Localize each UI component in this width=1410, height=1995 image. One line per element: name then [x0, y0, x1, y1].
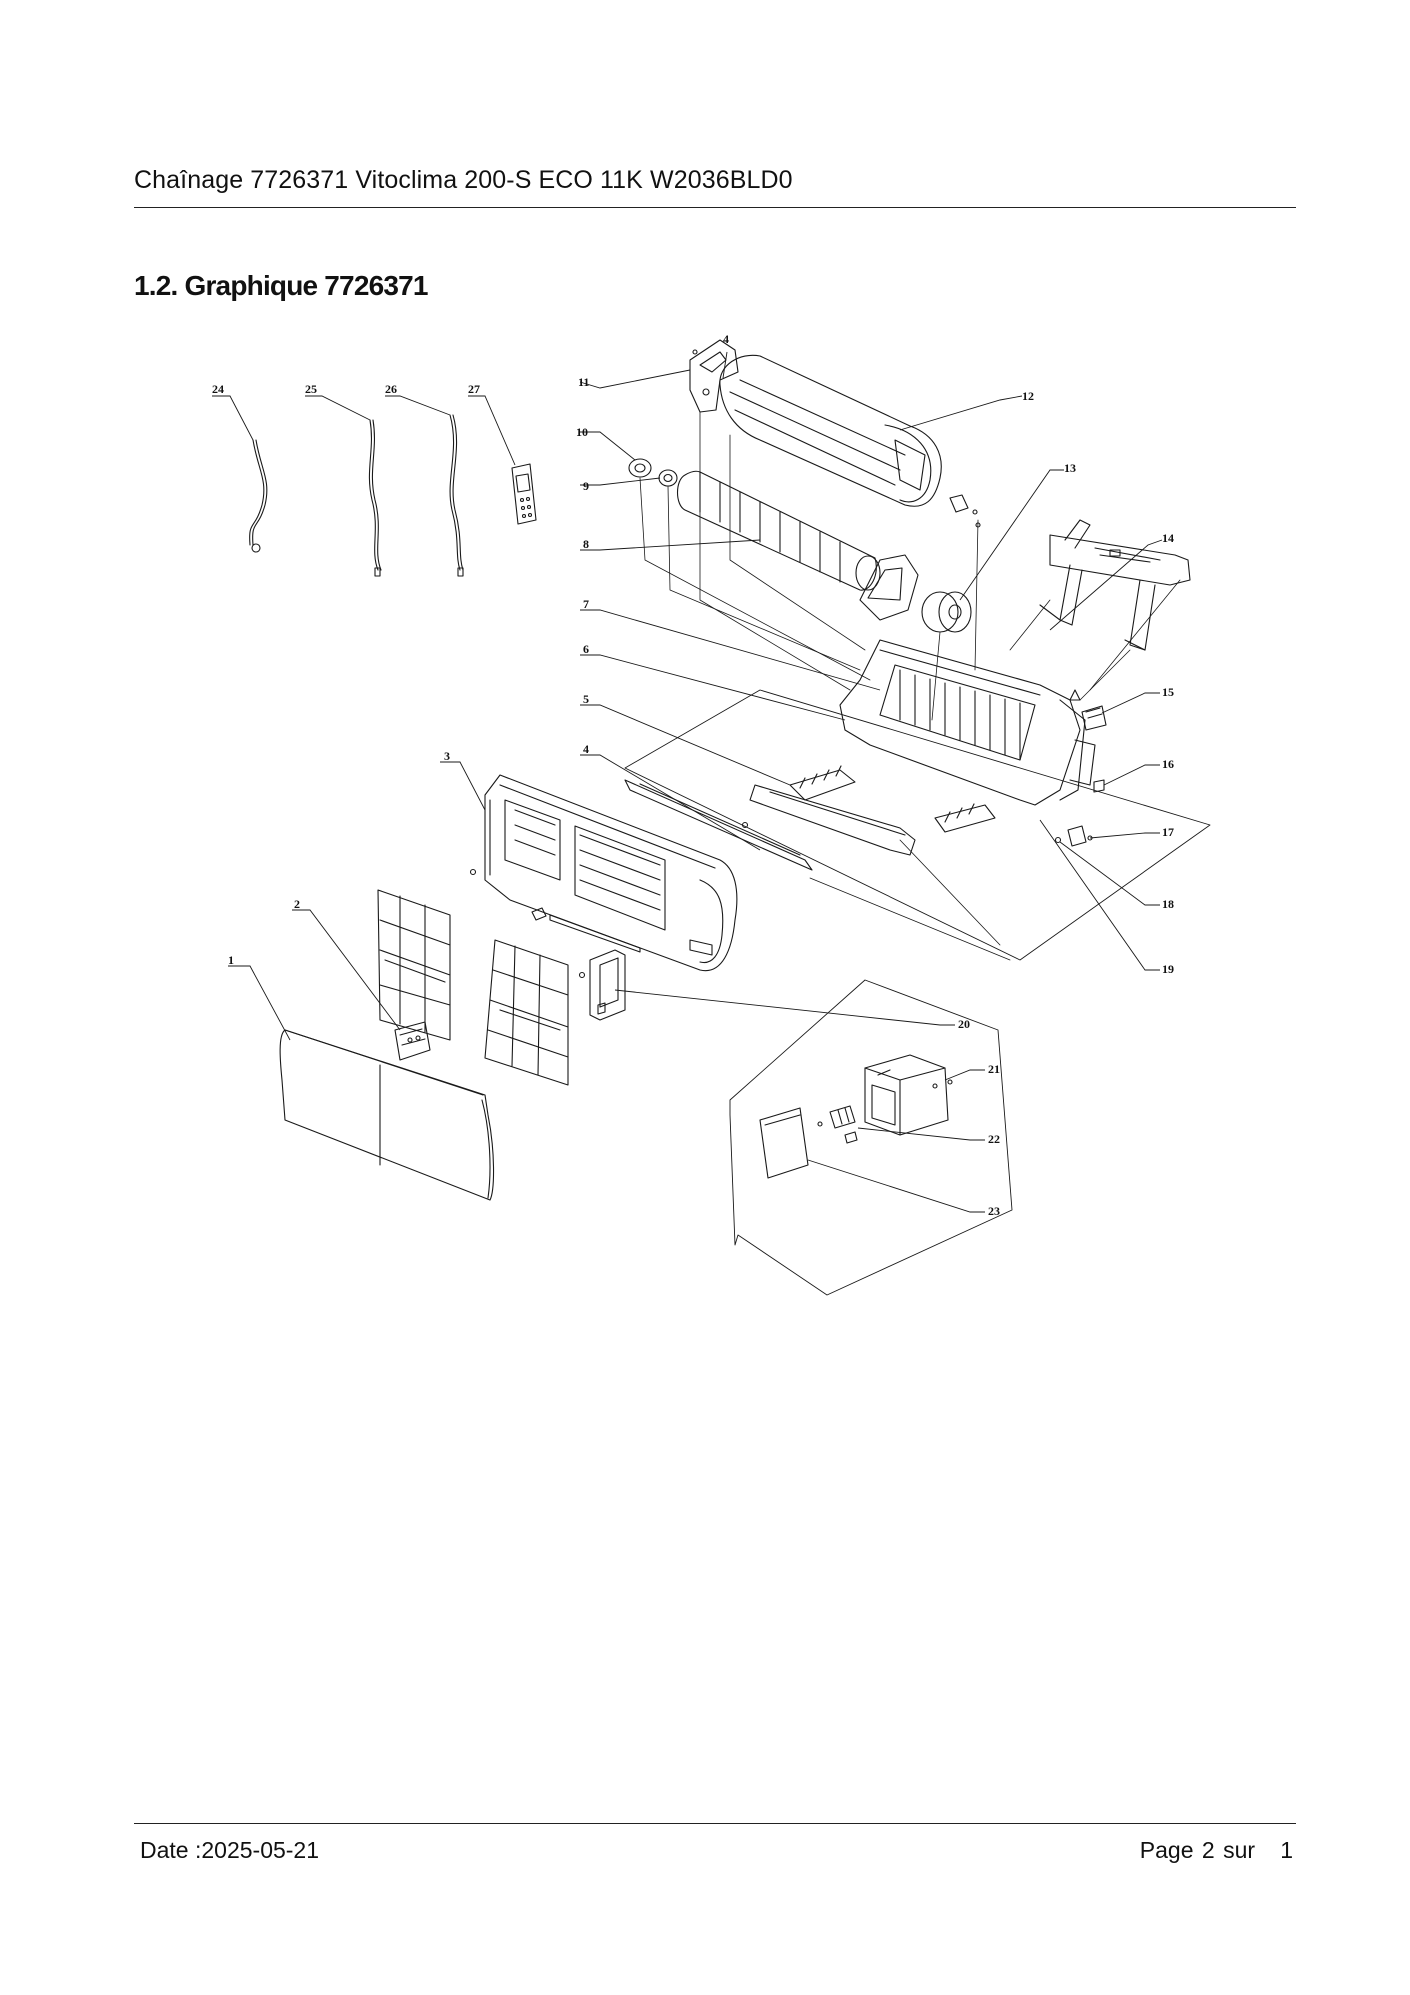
footer-date: Date :2025-05-21 — [140, 1837, 320, 1863]
callout-8: 8 — [583, 537, 589, 551]
callout-16: 16 — [1162, 757, 1174, 771]
section-heading: 1.2. Graphique 7726371 — [134, 270, 428, 301]
part-mounting-plate-14 — [1039, 519, 1191, 651]
part-chassis-7 — [839, 639, 1096, 806]
callout-2: 2 — [294, 897, 300, 911]
assembly-guide-lines — [639, 411, 1181, 961]
part-evaporator-12 — [719, 354, 981, 528]
part-display-cover — [531, 907, 641, 953]
callout-20: 20 — [958, 1017, 970, 1031]
callout-17: 17 — [1162, 825, 1174, 839]
callout-23: 23 — [988, 1204, 1000, 1218]
callout-6: 6 — [583, 642, 589, 656]
callout-27: 27 — [468, 382, 480, 396]
callout-18: 18 — [1162, 897, 1174, 911]
callout-4: 4 — [583, 742, 589, 756]
callout-25: 25 — [305, 382, 317, 396]
footer-rule — [134, 1823, 1296, 1824]
part-screw-18 — [1054, 836, 1062, 844]
part-electric-box-20 — [578, 949, 626, 1021]
part-remote-control-27 — [511, 463, 537, 525]
part-front-frame-3 — [469, 774, 738, 972]
callout-15: 15 — [1162, 685, 1174, 699]
assembly-outline-louver — [624, 689, 1211, 961]
part-front-panel-1 — [279, 1029, 495, 1201]
part-fan-motor-13 — [921, 591, 972, 633]
part-terminal-15 — [1069, 689, 1107, 731]
callout-5: 5 — [583, 692, 589, 706]
part-wire-26 — [449, 414, 464, 577]
part-bearing-holder-9 — [658, 469, 678, 487]
callout-7: 7 — [583, 597, 589, 611]
callout-9: 9 — [583, 479, 589, 493]
callout-24: 24 — [212, 382, 224, 396]
part-wire-25 — [368, 419, 382, 577]
part-horizontal-louver-5 — [749, 784, 916, 856]
assembly-outline-control — [729, 979, 1013, 1296]
callout-21: 21 — [988, 1062, 1000, 1076]
callout-22: 22 — [988, 1132, 1000, 1146]
callout-12: 12 — [1022, 389, 1034, 403]
part-guide-louver-4 — [624, 779, 813, 871]
part-terminal-block-22 — [817, 1105, 858, 1144]
footer-page-number: Page 2 sur 1 — [1139, 1837, 1293, 1863]
callout-14: 14 — [1162, 531, 1174, 545]
callout-1: 1 — [228, 953, 234, 967]
part-air-filter-right — [484, 939, 569, 1086]
leader-lines — [212, 351, 1163, 1213]
callout-26: 26 — [385, 382, 397, 396]
callout-11: 11 — [578, 375, 589, 389]
part-sensor-wire-24 — [249, 439, 268, 553]
callout-4-top: 4 — [723, 332, 729, 346]
part-air-filter-left — [377, 889, 451, 1041]
part-cover-plate-23 — [759, 1107, 809, 1179]
part-motor-cover — [859, 554, 919, 621]
document-header-title: Chaînage 7726371 Vitoclima 200-S ECO 11K… — [134, 166, 793, 194]
part-screw-16 — [1093, 779, 1105, 793]
part-display-board-2 — [394, 1021, 431, 1061]
part-cross-flow-fan-8 — [676, 470, 881, 591]
part-sensor-holder-17 — [1067, 825, 1093, 847]
callout-13: 13 — [1064, 461, 1076, 475]
callout-10: 10 — [576, 425, 588, 439]
part-side-bracket-11 — [689, 339, 739, 413]
part-swing-blades-6 — [789, 765, 996, 833]
part-bearing-10 — [628, 458, 652, 478]
callout-3: 3 — [444, 749, 450, 763]
callout-19: 19 — [1162, 962, 1174, 976]
part-control-box-21 — [864, 1054, 953, 1136]
header-rule — [134, 207, 1296, 208]
